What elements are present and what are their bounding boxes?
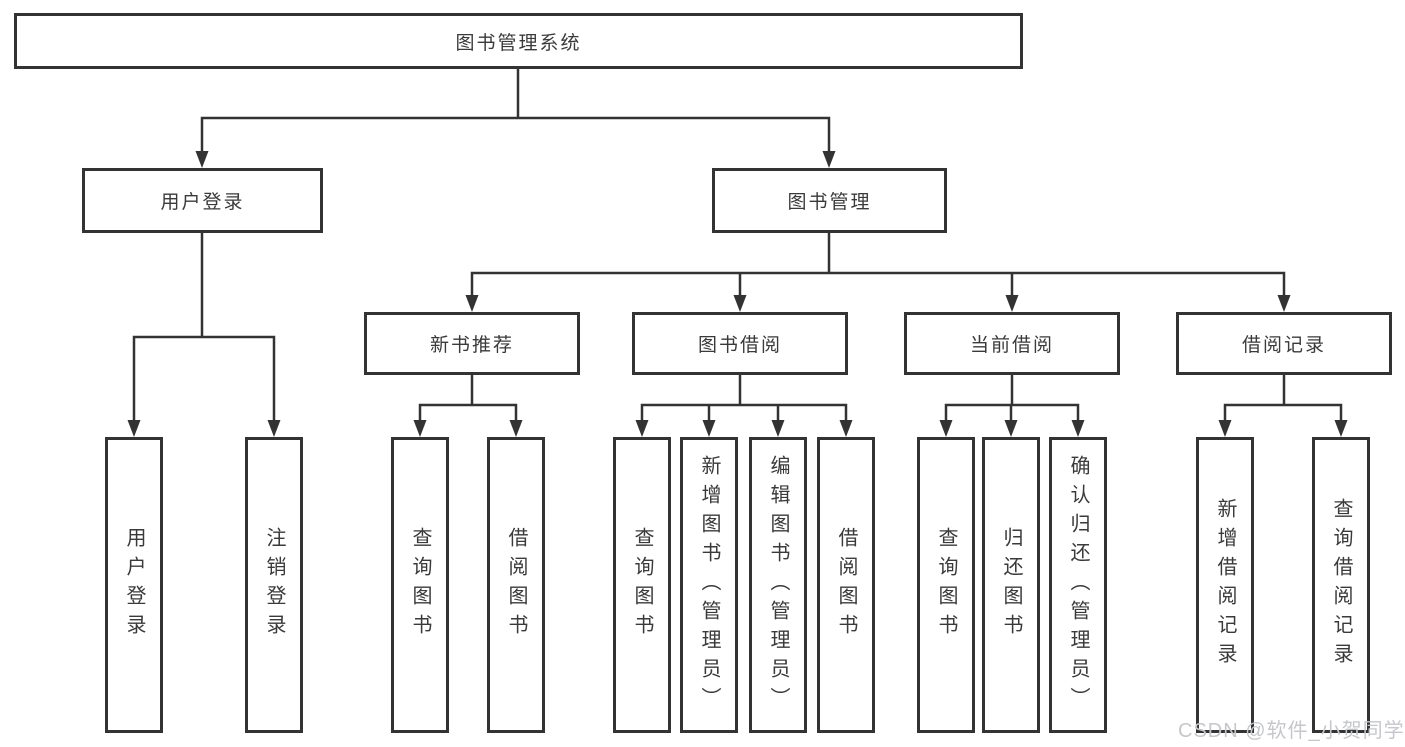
node-label: 新增图书（管理员）: [698, 454, 720, 716]
node-label: 确认归还（管理员）: [1067, 454, 1089, 716]
leaf-add-borrow-record: 新增借阅记录: [1196, 437, 1254, 733]
node-label: 查询图书: [631, 527, 653, 643]
node-label: 用户登录: [160, 192, 245, 213]
leaf-logout: 注销登录: [245, 437, 303, 733]
node-current-borrow: 当前借阅: [904, 312, 1120, 375]
node-label: 查询图书: [935, 527, 957, 643]
leaf-add-books-admin: 新增图书（管理员）: [680, 437, 738, 733]
leaf-edit-books-admin: 编辑图书（管理员）: [749, 437, 807, 733]
arrowheads: [127, 151, 1348, 437]
node-book-borrow: 图书借阅: [632, 312, 848, 375]
node-label: 注销登录: [263, 527, 285, 643]
node-user-login: 用户登录: [82, 168, 323, 233]
node-label: 新书推荐: [429, 335, 514, 356]
leaf-return-books: 归还图书: [982, 437, 1040, 733]
leaf-query-books-recommend: 查询图书: [391, 437, 449, 733]
node-label: 图书管理: [787, 192, 872, 213]
leaf-borrow-books: 借阅图书: [817, 437, 875, 733]
leaf-confirm-return-admin: 确认归还（管理员）: [1049, 437, 1107, 733]
node-label: 借阅图书: [835, 527, 857, 643]
node-label: 借阅图书: [505, 527, 527, 643]
watermark: CSDN @软件_小贺同学: [1178, 720, 1405, 742]
leaf-borrow-books-recommend: 借阅图书: [487, 437, 545, 733]
node-label: 借阅记录: [1241, 335, 1326, 356]
node-label: 图书借阅: [697, 335, 782, 356]
node-label: 查询借阅记录: [1330, 498, 1352, 672]
node-new-book-recommend: 新书推荐: [364, 312, 580, 375]
node-label: 新增借阅记录: [1214, 498, 1236, 672]
node-label: 查询图书: [409, 527, 431, 643]
node-label: 图书管理系统: [455, 32, 582, 54]
leaf-query-books-current: 查询图书: [917, 437, 975, 733]
node-label: 编辑图书（管理员）: [767, 454, 789, 716]
node-label: 用户登录: [123, 527, 145, 643]
node-label: 当前借阅: [969, 335, 1054, 356]
node-book-management: 图书管理: [712, 168, 947, 233]
leaf-user-login: 用户登录: [105, 437, 163, 733]
node-label: 归还图书: [1000, 527, 1022, 643]
node-library-system: 图书管理系统: [14, 13, 1023, 69]
node-borrow-records: 借阅记录: [1176, 312, 1392, 375]
leaf-query-borrow-record: 查询借阅记录: [1312, 437, 1370, 733]
leaf-query-books-borrow: 查询图书: [613, 437, 671, 733]
